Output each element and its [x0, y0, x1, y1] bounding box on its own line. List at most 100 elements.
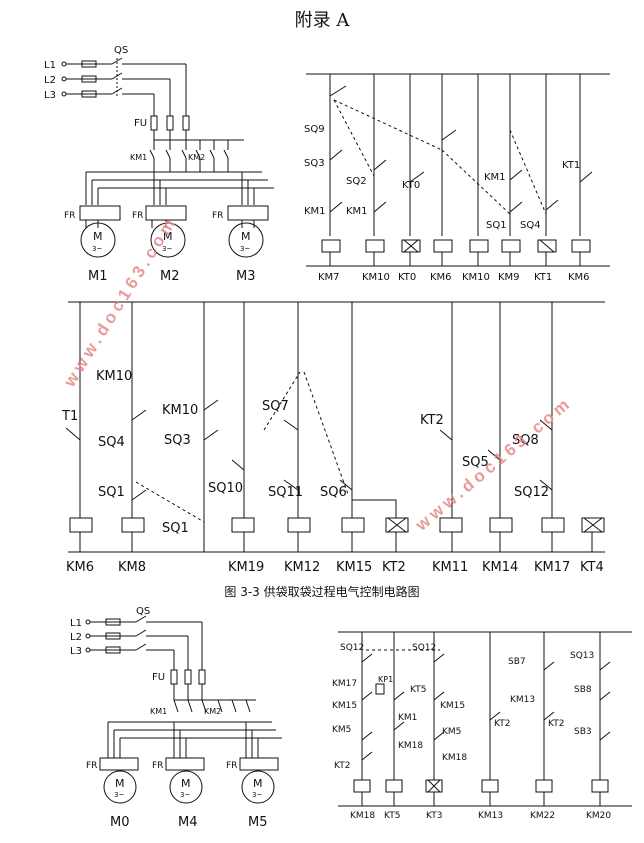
ctrl-a-contact-3: KM1 [304, 206, 326, 217]
ctrl-b-coil-3: KM12 [284, 560, 320, 575]
ctrl-b-contact-2: SQ4 [98, 435, 125, 450]
ctrl-b-contact-1: KM10 [96, 369, 132, 384]
motor-symbol-4: M [115, 777, 125, 790]
label-bottom-l1: L1 [70, 618, 82, 629]
ctrl-b-contact-5: SQ3 [164, 433, 191, 448]
ctrl-c-contact-7: KM1 [398, 713, 417, 723]
label-bottom-l3: L3 [70, 646, 82, 657]
ctrl-c-contact-18: SB8 [574, 685, 592, 695]
ctrl-a-contact-8: SQ4 [520, 220, 541, 231]
ctrl-c-contact-17: SQ13 [570, 651, 594, 661]
ctrl-a-coil-1: KM10 [362, 272, 390, 283]
ctrl-c-contact-1: SQ12 [412, 643, 436, 653]
motor-label-m1: M1 [88, 269, 108, 284]
label-l1: L1 [44, 60, 56, 71]
ctrl-b-coil-7: KM14 [482, 560, 518, 575]
motor-label-m5: M5 [248, 815, 268, 830]
ctrl-b-coil-9: KT4 [580, 560, 604, 575]
motor-symbol-1: M [93, 230, 103, 243]
ctrl-c-coil-0: KM18 [350, 811, 375, 821]
ctrl-b-contact-9: SQ6 [320, 485, 347, 500]
ctrl-c-coil-1: KT5 [384, 811, 400, 821]
ctrl-a-coil-6: KT1 [534, 272, 552, 283]
ctrl-b-contact-11: KT2 [420, 413, 444, 428]
ctrl-c-contact-6: KM15 [440, 701, 465, 711]
terminal-l3 [61, 91, 67, 97]
label-qs: QS [114, 45, 128, 56]
motor-m4 [169, 770, 203, 804]
power-circuit-bottom [85, 615, 282, 804]
label-km2: KM2 [188, 153, 205, 162]
figure-caption: 图 3-3 供袋取袋过程电气控制电路图 [224, 585, 420, 599]
ctrl-b-coil-8: KM17 [534, 560, 570, 575]
ctrl-a-contact-7: SQ1 [486, 220, 507, 231]
ctrl-b-contact-6: SQ10 [208, 481, 243, 496]
control-circuit-a [306, 73, 610, 267]
ctrl-c-contact-0: SQ12 [340, 643, 364, 653]
ctrl-a-coil-4: KM10 [462, 272, 490, 283]
label-fr-1: FR [64, 211, 75, 221]
motor-m1 [80, 222, 116, 258]
terminal-l2 [61, 76, 67, 82]
ctrl-c-coil-5: KM20 [586, 811, 611, 821]
ctrl-c-contact-9: KM5 [442, 727, 461, 737]
label-bottom-km2: KM2 [204, 707, 221, 716]
ctrl-c-coil-2: KT3 [426, 811, 442, 821]
ctrl-a-contact-4: KM1 [346, 206, 368, 217]
ctrl-b-contact-13: SQ8 [512, 433, 539, 448]
motor-label-m0: M0 [110, 815, 130, 830]
motor-sub-6: 3~ [252, 791, 262, 799]
ctrl-a-coil-2: KT0 [398, 272, 416, 283]
motor-m3 [228, 222, 264, 258]
ctrl-a-coil-5: KM9 [498, 272, 520, 283]
ctrl-a-contact-6: KM1 [484, 172, 506, 183]
label-bottom-fr-1: FR [86, 761, 97, 771]
ctrl-c-contact-19: SB3 [574, 727, 592, 737]
motor-sub-3: 3~ [240, 245, 250, 253]
ctrl-c-contact-4: KM17 [332, 679, 357, 689]
label-l2: L2 [44, 75, 56, 86]
motor-symbol-5: M [181, 777, 191, 790]
label-bottom-l2: L2 [70, 632, 82, 643]
ctrl-c-contact-2: KP1 [378, 675, 393, 684]
label-bottom-fr-2: FR [152, 761, 163, 771]
ctrl-c-contact-14: KM13 [510, 695, 535, 705]
ctrl-b-coil-4: KM15 [336, 560, 372, 575]
ctrl-b-contact-7: SQ7 [262, 399, 289, 414]
motor-symbol-3: M [241, 230, 251, 243]
ctrl-c-contact-11: KT2 [334, 761, 350, 771]
ctrl-c-contact-10: KM18 [398, 741, 423, 751]
label-fr-3: FR [212, 211, 223, 221]
ctrl-a-contact-9: KT1 [562, 160, 580, 171]
label-bottom-km1: KM1 [150, 707, 167, 716]
motor-symbol-6: M [253, 777, 263, 790]
ctrl-a-contact-5: KT0 [402, 180, 420, 191]
ctrl-c-contact-5: KM15 [332, 701, 357, 711]
ctrl-a-coil-0: KM7 [318, 272, 340, 283]
ctrl-b-contact-10: SQ1 [162, 521, 189, 536]
ctrl-b-coil-2: KM19 [228, 560, 264, 575]
ctrl-c-coil-3: KM13 [478, 811, 503, 821]
motor-m2 [150, 222, 186, 258]
motor-label-m4: M4 [178, 815, 198, 830]
ctrl-c-coil-4: KM22 [530, 811, 555, 821]
label-km1: KM1 [130, 153, 147, 162]
ctrl-b-contact-14: SQ12 [514, 485, 549, 500]
control-circuit-c [338, 631, 632, 807]
label-bottom-fu: FU [152, 672, 165, 683]
control-circuit-b [65, 301, 605, 553]
label-fr-2: FR [132, 211, 143, 221]
ctrl-a-contact-1: SQ3 [304, 158, 325, 169]
ctrl-b-contact-3: SQ1 [98, 485, 125, 500]
label-bottom-fr-3: FR [226, 761, 237, 771]
motor-symbol-2: M [163, 230, 173, 243]
ctrl-b-coil-6: KM11 [432, 560, 468, 575]
terminal-l1 [61, 61, 67, 67]
ctrl-b-contact-12: SQ5 [462, 455, 489, 470]
motor-label-m2: M2 [160, 269, 180, 284]
ctrl-c-contact-16: KT2 [548, 719, 564, 729]
label-bottom-qs: QS [136, 606, 150, 617]
ctrl-b-contact-4: KM10 [162, 403, 198, 418]
motor-sub-5: 3~ [180, 791, 190, 799]
